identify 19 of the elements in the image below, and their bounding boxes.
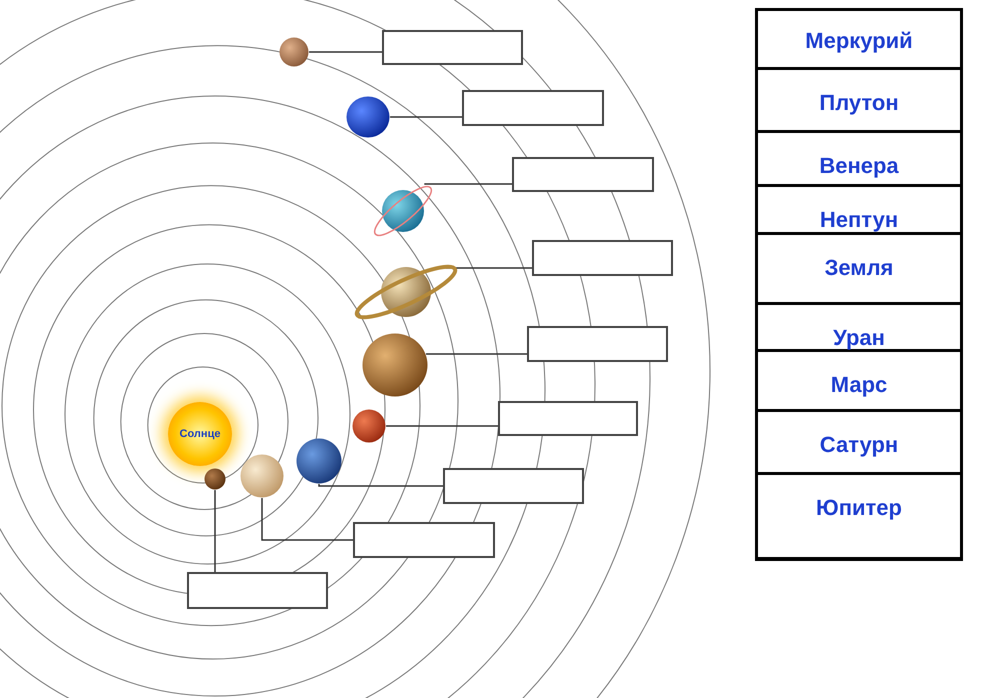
answer-box: [532, 240, 673, 276]
answer-box: [382, 30, 523, 65]
leader-line: [386, 425, 498, 427]
leader-line: [318, 484, 443, 487]
leader-line: [424, 183, 512, 185]
leader-line: [309, 51, 382, 53]
answer-box: [443, 468, 584, 504]
sun-label: Солнце: [180, 426, 220, 442]
leader-line: [390, 116, 462, 118]
leader-line: [426, 353, 527, 355]
leader-line: [446, 267, 532, 269]
answer-box: [353, 522, 495, 558]
leader-line: [261, 498, 353, 541]
answer-box: [498, 401, 638, 436]
answer-box: [512, 157, 654, 192]
answer-box: [187, 572, 328, 609]
answer-box: [462, 90, 604, 126]
leader-line: [214, 490, 216, 572]
answer-box: [527, 326, 668, 362]
